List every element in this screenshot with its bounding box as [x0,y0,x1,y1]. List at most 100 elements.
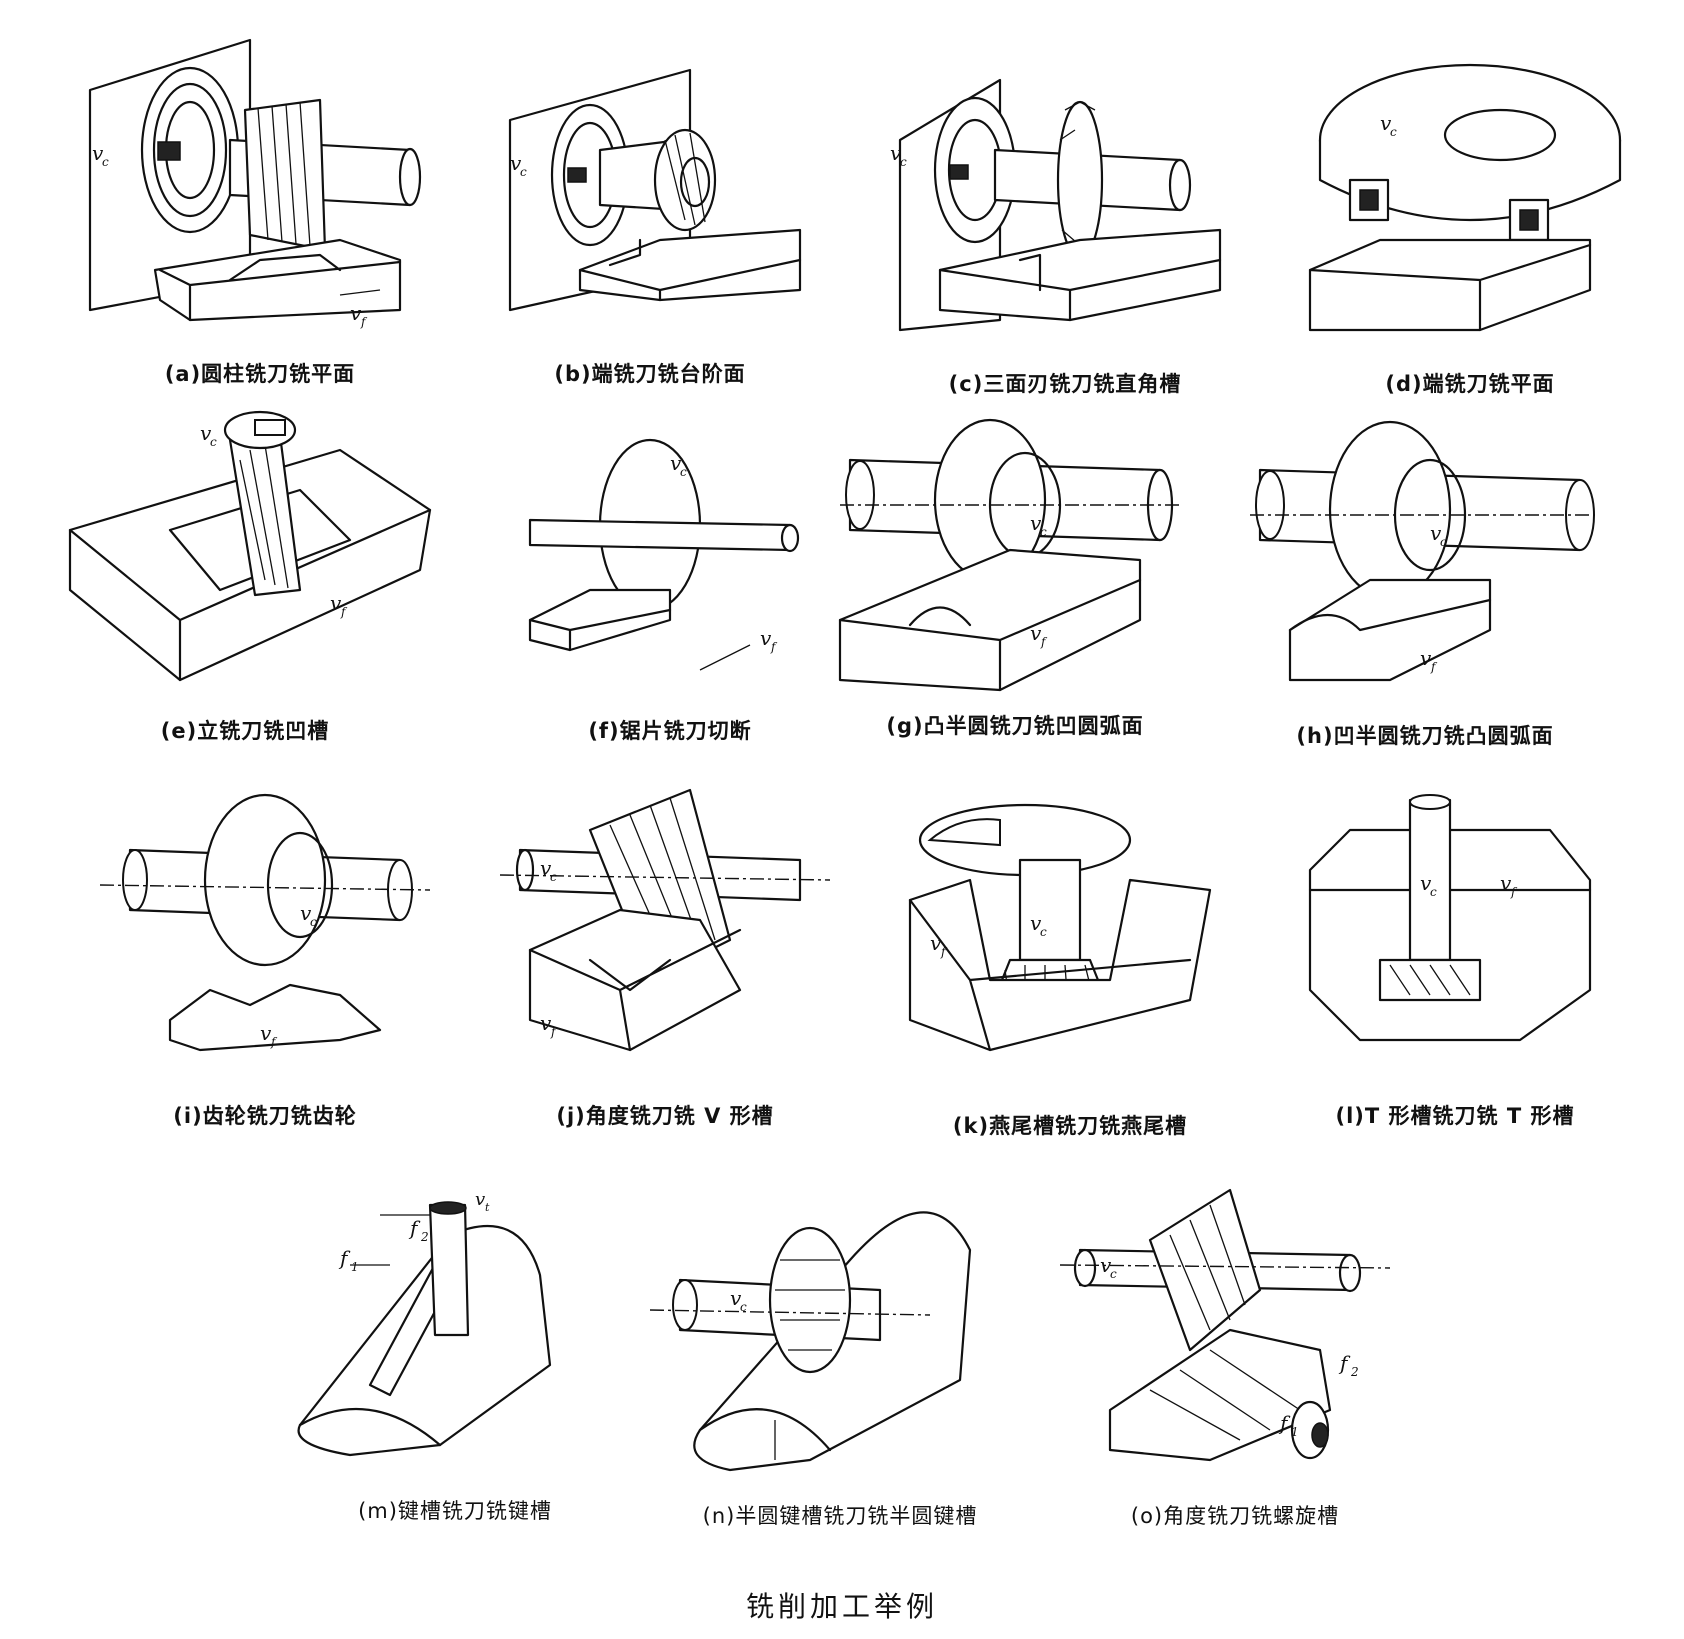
vf-sub: f [340,605,348,619]
f1-sub: 1 [1291,1425,1299,1439]
vf-label: v [760,626,772,650]
vt-label: v [475,1189,485,1210]
figure-d: v c (d)端铣刀铣平面 [1300,30,1640,400]
figure-b: v c (b)端铣刀铣台阶面 [480,30,820,390]
vc-sub: c [740,1300,747,1314]
figure-m: v t f 1 f 2 (m)键槽铣刀铣键槽 [290,1185,620,1535]
t-slot-cutter-diagram: v c v f [1308,794,1592,1042]
vf-label: v [350,301,362,325]
side-face-cutter-diagram: v c [890,78,1222,332]
vf-sub: f [550,1025,558,1039]
vf-sub: f [270,1035,278,1049]
vc-sub: c [1110,1267,1117,1281]
caption-m: (m)键槽铣刀铣键槽 [358,1499,552,1523]
cylindrical-cutter-diagram: v c v f [88,38,422,329]
caption-f: (f)锯片铣刀切断 [588,719,752,743]
vc-label: v [1380,111,1392,135]
caption-o: (o)角度铣刀铣螺旋槽 [1130,1504,1340,1528]
vc-sub: c [1390,125,1397,139]
vc-label: v [1420,871,1432,895]
vt-sub: t [485,1201,490,1214]
vc-label: v [510,151,522,175]
vc-sub: c [102,155,109,169]
caption-h: (h)凹半圆铣刀铣凸圆弧面 [1296,724,1554,748]
vf-sub: f [1040,635,1048,649]
convex-cutter-diagram: v c v f [838,418,1180,692]
vc-sub: c [1040,925,1047,939]
f2-sub: 2 [1350,1365,1359,1379]
caption-g: (g)凸半圆铣刀铣凹圆弧面 [886,714,1144,738]
face-mill-diagram: v c [1308,63,1622,332]
keyseat-cutter-diagram: v t f 1 f 2 [297,1189,552,1457]
vf-label: v [1420,646,1432,670]
helical-groove-diagram: v c f 2 f 1 [1059,1188,1391,1462]
vc-label: v [1030,511,1042,535]
vc-sub: c [520,165,527,179]
vc-label: v [1430,521,1442,545]
figure-e: v c v f (e)立铣刀铣凹槽 [60,410,432,743]
vf-label: v [330,591,342,615]
concave-cutter-diagram: v c v f [1250,420,1595,682]
vc-label: v [890,141,902,165]
figure-j: v c v f (j)角度铣刀铣 V 形槽 [499,788,831,1130]
f1-sub: 1 [351,1260,359,1274]
vc-sub: c [680,465,687,479]
vc-sub: c [900,155,907,169]
vf-sub: f [1510,885,1518,899]
figure-i: v c v f (i)齿轮铣刀铣齿轮 [99,790,431,1130]
vf-sub: f [940,945,948,959]
vc-label: v [300,901,312,925]
vf-sub: f [360,315,368,329]
vc-label: v [1100,1253,1112,1277]
caption-l: (l)T 形槽铣刀铣 T 形槽 [1335,1104,1575,1128]
slitting-saw-diagram: v c v f [528,438,800,671]
angle-cutter-v-groove-diagram: v c v f [499,788,831,1052]
figure-l: v c v f (l)T 形槽铣刀铣 T 形槽 [1300,790,1610,1130]
gear-cutter-diagram: v c v f [99,793,431,1052]
vc-label: v [200,421,212,445]
figure-o: v c f 2 f 1 (o)角度铣刀铣螺旋槽 [1059,1180,1410,1540]
caption-d: (d)端铣刀铣平面 [1385,372,1555,396]
vc-sub: c [310,915,317,929]
end-mill-step-diagram: v c [508,68,802,312]
vc-sub: c [550,870,557,884]
f1-label: f [338,1246,351,1270]
caption-i: (i)齿轮铣刀铣齿轮 [173,1104,357,1128]
figure-f: v c v f (f)锯片铣刀切断 [520,430,820,743]
vc-label: v [670,451,682,475]
f2-sub: 2 [420,1230,429,1244]
figure-n: v c (n)半圆键槽铣刀铣半圆键槽 [649,1180,1030,1540]
page-title: 铣削加工举例 [745,1590,938,1623]
vc-label: v [540,856,552,880]
caption-k: (k)燕尾槽铣刀铣燕尾槽 [952,1114,1188,1138]
caption-j: (j)角度铣刀铣 V 形槽 [556,1104,774,1128]
f2-label: f [1338,1351,1351,1375]
vc-label: v [1030,911,1042,935]
vc-label: v [730,1286,742,1310]
f2-label: f [408,1216,421,1240]
vc-label: v [92,141,104,165]
vf-sub: f [770,640,778,654]
caption-b: (b)端铣刀铣台阶面 [554,362,746,386]
end-mill-groove-diagram: v c v f [68,410,432,682]
figure-a: v c v f (a)圆柱铣刀铣平面 [80,30,440,390]
vf-label: v [930,931,942,955]
vc-sub: c [1430,885,1437,899]
caption-c: (c)三面刃铣刀铣直角槽 [948,372,1182,396]
figure-c: v c (c)三面刃铣刀铣直角槽 [880,30,1250,400]
woodruff-cutter-diagram: v c [649,1211,972,1472]
caption-n: (n)半圆键槽铣刀铣半圆键槽 [702,1504,978,1528]
caption-a: (a)圆柱铣刀铣平面 [164,362,356,386]
dovetail-cutter-diagram: v c v f [908,803,1212,1052]
vc-sub: c [1440,535,1447,549]
figure-k: v c v f (k)燕尾槽铣刀铣燕尾槽 [908,800,1230,1140]
vf-sub: f [1430,660,1438,674]
vf-label: v [1500,871,1512,895]
vf-label: v [260,1021,272,1045]
vf-label: v [540,1011,552,1035]
vc-sub: c [210,435,217,449]
figure-g: v c v f (g)凸半圆铣刀铣凹圆弧面 [838,418,1190,755]
vc-sub: c [1040,525,1047,539]
vf-label: v [1030,621,1042,645]
figure-h: v c v f (h)凹半圆铣刀铣凸圆弧面 [1250,420,1600,765]
